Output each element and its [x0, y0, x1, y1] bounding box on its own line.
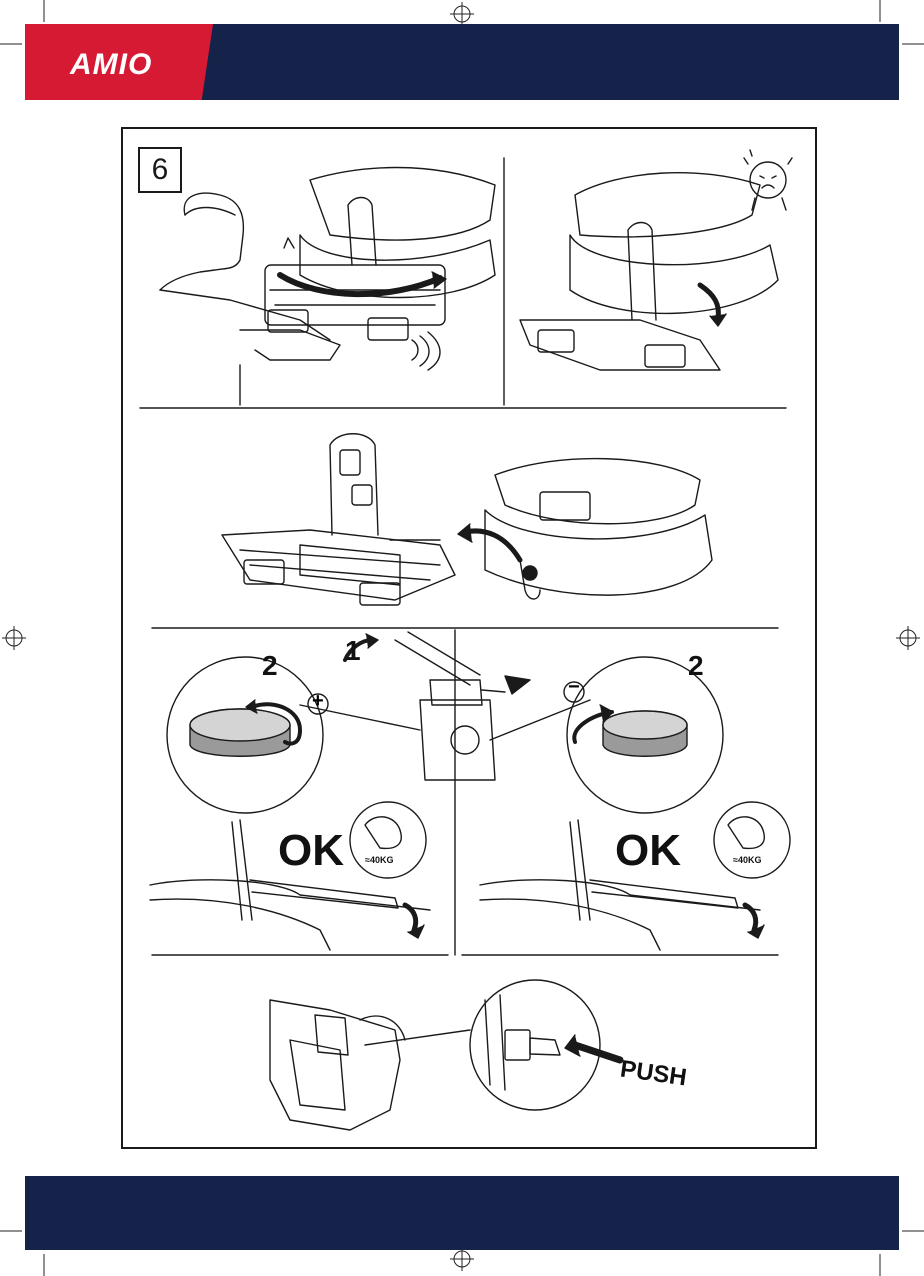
weight-label-left: ≈40KG [365, 855, 393, 865]
ok-label-left: OK [278, 826, 344, 876]
step-one-label: 1 [345, 635, 361, 667]
step-two-left-label: 2 [262, 650, 278, 682]
plus-icon: + [312, 690, 324, 713]
ok-label-right: OK [615, 826, 681, 876]
weight-label-right: ≈40KG [733, 855, 761, 865]
footer-bar [25, 1176, 899, 1250]
minus-icon: − [568, 676, 580, 699]
step-two-right-label: 2 [688, 650, 704, 682]
